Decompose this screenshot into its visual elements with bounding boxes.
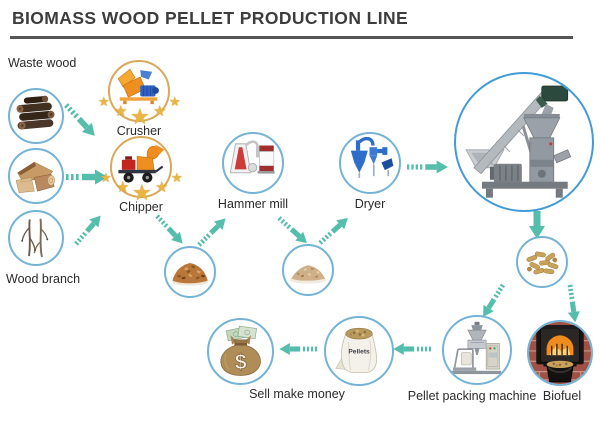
arrow-wood-chips-to-hammer-mill	[197, 218, 226, 247]
hammer-mill-node	[222, 132, 284, 194]
arrow-sawdust-to-dryer	[318, 217, 348, 245]
star-icon: ★	[171, 170, 183, 185]
star-icon: ★	[155, 179, 169, 196]
crusher-machine-icon	[118, 69, 160, 105]
arrow-waste-wood-to-chipper	[64, 103, 95, 136]
wood-chips-node	[164, 246, 216, 298]
wood-pellets-icon	[526, 251, 559, 275]
sell-make-money-label: Sell make money	[249, 387, 345, 401]
dryer-machine-icon	[351, 137, 394, 179]
pellet-mill-machine-icon	[465, 85, 572, 198]
star-icon: ★	[100, 170, 112, 185]
hammer-mill-icon	[230, 140, 276, 175]
waste-wood-logs-icon	[16, 95, 55, 130]
firewood-icon	[15, 161, 55, 194]
crusher-node	[108, 60, 170, 122]
waste-wood-label: Waste wood	[8, 56, 77, 70]
arrow-sack-to-money-bag	[279, 343, 317, 355]
dryer-label: Dryer	[354, 197, 386, 211]
arrow-pellets-to-biofuel	[567, 284, 580, 323]
arrow-dryer-to-pellet-mill	[407, 160, 448, 174]
sawdust-pile-icon	[289, 265, 327, 284]
wood-branch-icon	[21, 218, 49, 258]
star-icon: ★	[114, 103, 128, 120]
crusher-label: Crusher	[116, 124, 162, 138]
star-icon: ★	[116, 179, 130, 196]
arrow-packing-machine-to-sack	[393, 343, 431, 355]
money-bag-node: $	[207, 318, 274, 385]
waste-wood-logs-node	[8, 88, 64, 144]
title-underline	[10, 36, 573, 39]
chipper-node	[110, 136, 172, 198]
packing-machine-icon	[451, 321, 502, 375]
star-icon: ★	[132, 180, 152, 205]
wood-branch-node	[8, 210, 64, 266]
money-bag-icon: $	[220, 325, 261, 376]
arrow-chipper-to-wood-chips	[155, 214, 183, 244]
arrow-wood-branch-to-chipper	[74, 215, 101, 246]
biofuel-node	[527, 320, 593, 386]
pellet-packing-machine-node	[442, 315, 512, 385]
sack-text: Pellets	[348, 348, 370, 355]
arrow-pellet-mill-to-pellets	[529, 211, 545, 239]
chipper-star-rating: ★ ★ ★ ★ ★	[99, 168, 185, 206]
arrow-hammer-mill-to-sawdust	[277, 216, 307, 244]
firewood-node	[8, 148, 64, 204]
money-bag-dollar-text: $	[235, 350, 247, 374]
pellets-node	[516, 236, 568, 288]
dryer-node	[339, 132, 401, 194]
wood-chips-icon	[171, 262, 209, 286]
pellet-packing-machine-label: Pellet packing machine	[407, 389, 537, 403]
pellets-sack-icon: Pellets	[335, 327, 377, 373]
wood-branch-label: Wood branch	[6, 272, 81, 286]
star-icon: ★	[169, 94, 181, 109]
pellets-sack-node: Pellets	[324, 316, 394, 386]
chipper-label: Chipper	[119, 200, 163, 214]
chipper-machine-icon	[118, 144, 165, 184]
hammer-mill-label: Hammer mill	[217, 197, 289, 211]
sawdust-node	[282, 244, 334, 296]
star-icon: ★	[153, 103, 167, 120]
page-title: BIOMASS WOOD PELLET PRODUCTION LINE	[12, 8, 409, 28]
star-icon: ★	[98, 94, 110, 109]
star-icon: ★	[130, 104, 150, 129]
pellet-mill-node	[454, 72, 594, 212]
arrow-pellets-to-packing-machine	[483, 283, 506, 317]
crusher-star-rating: ★ ★ ★ ★ ★	[97, 92, 183, 130]
biofuel-label: Biofuel	[542, 389, 582, 403]
biofuel-stove-icon	[529, 322, 591, 384]
